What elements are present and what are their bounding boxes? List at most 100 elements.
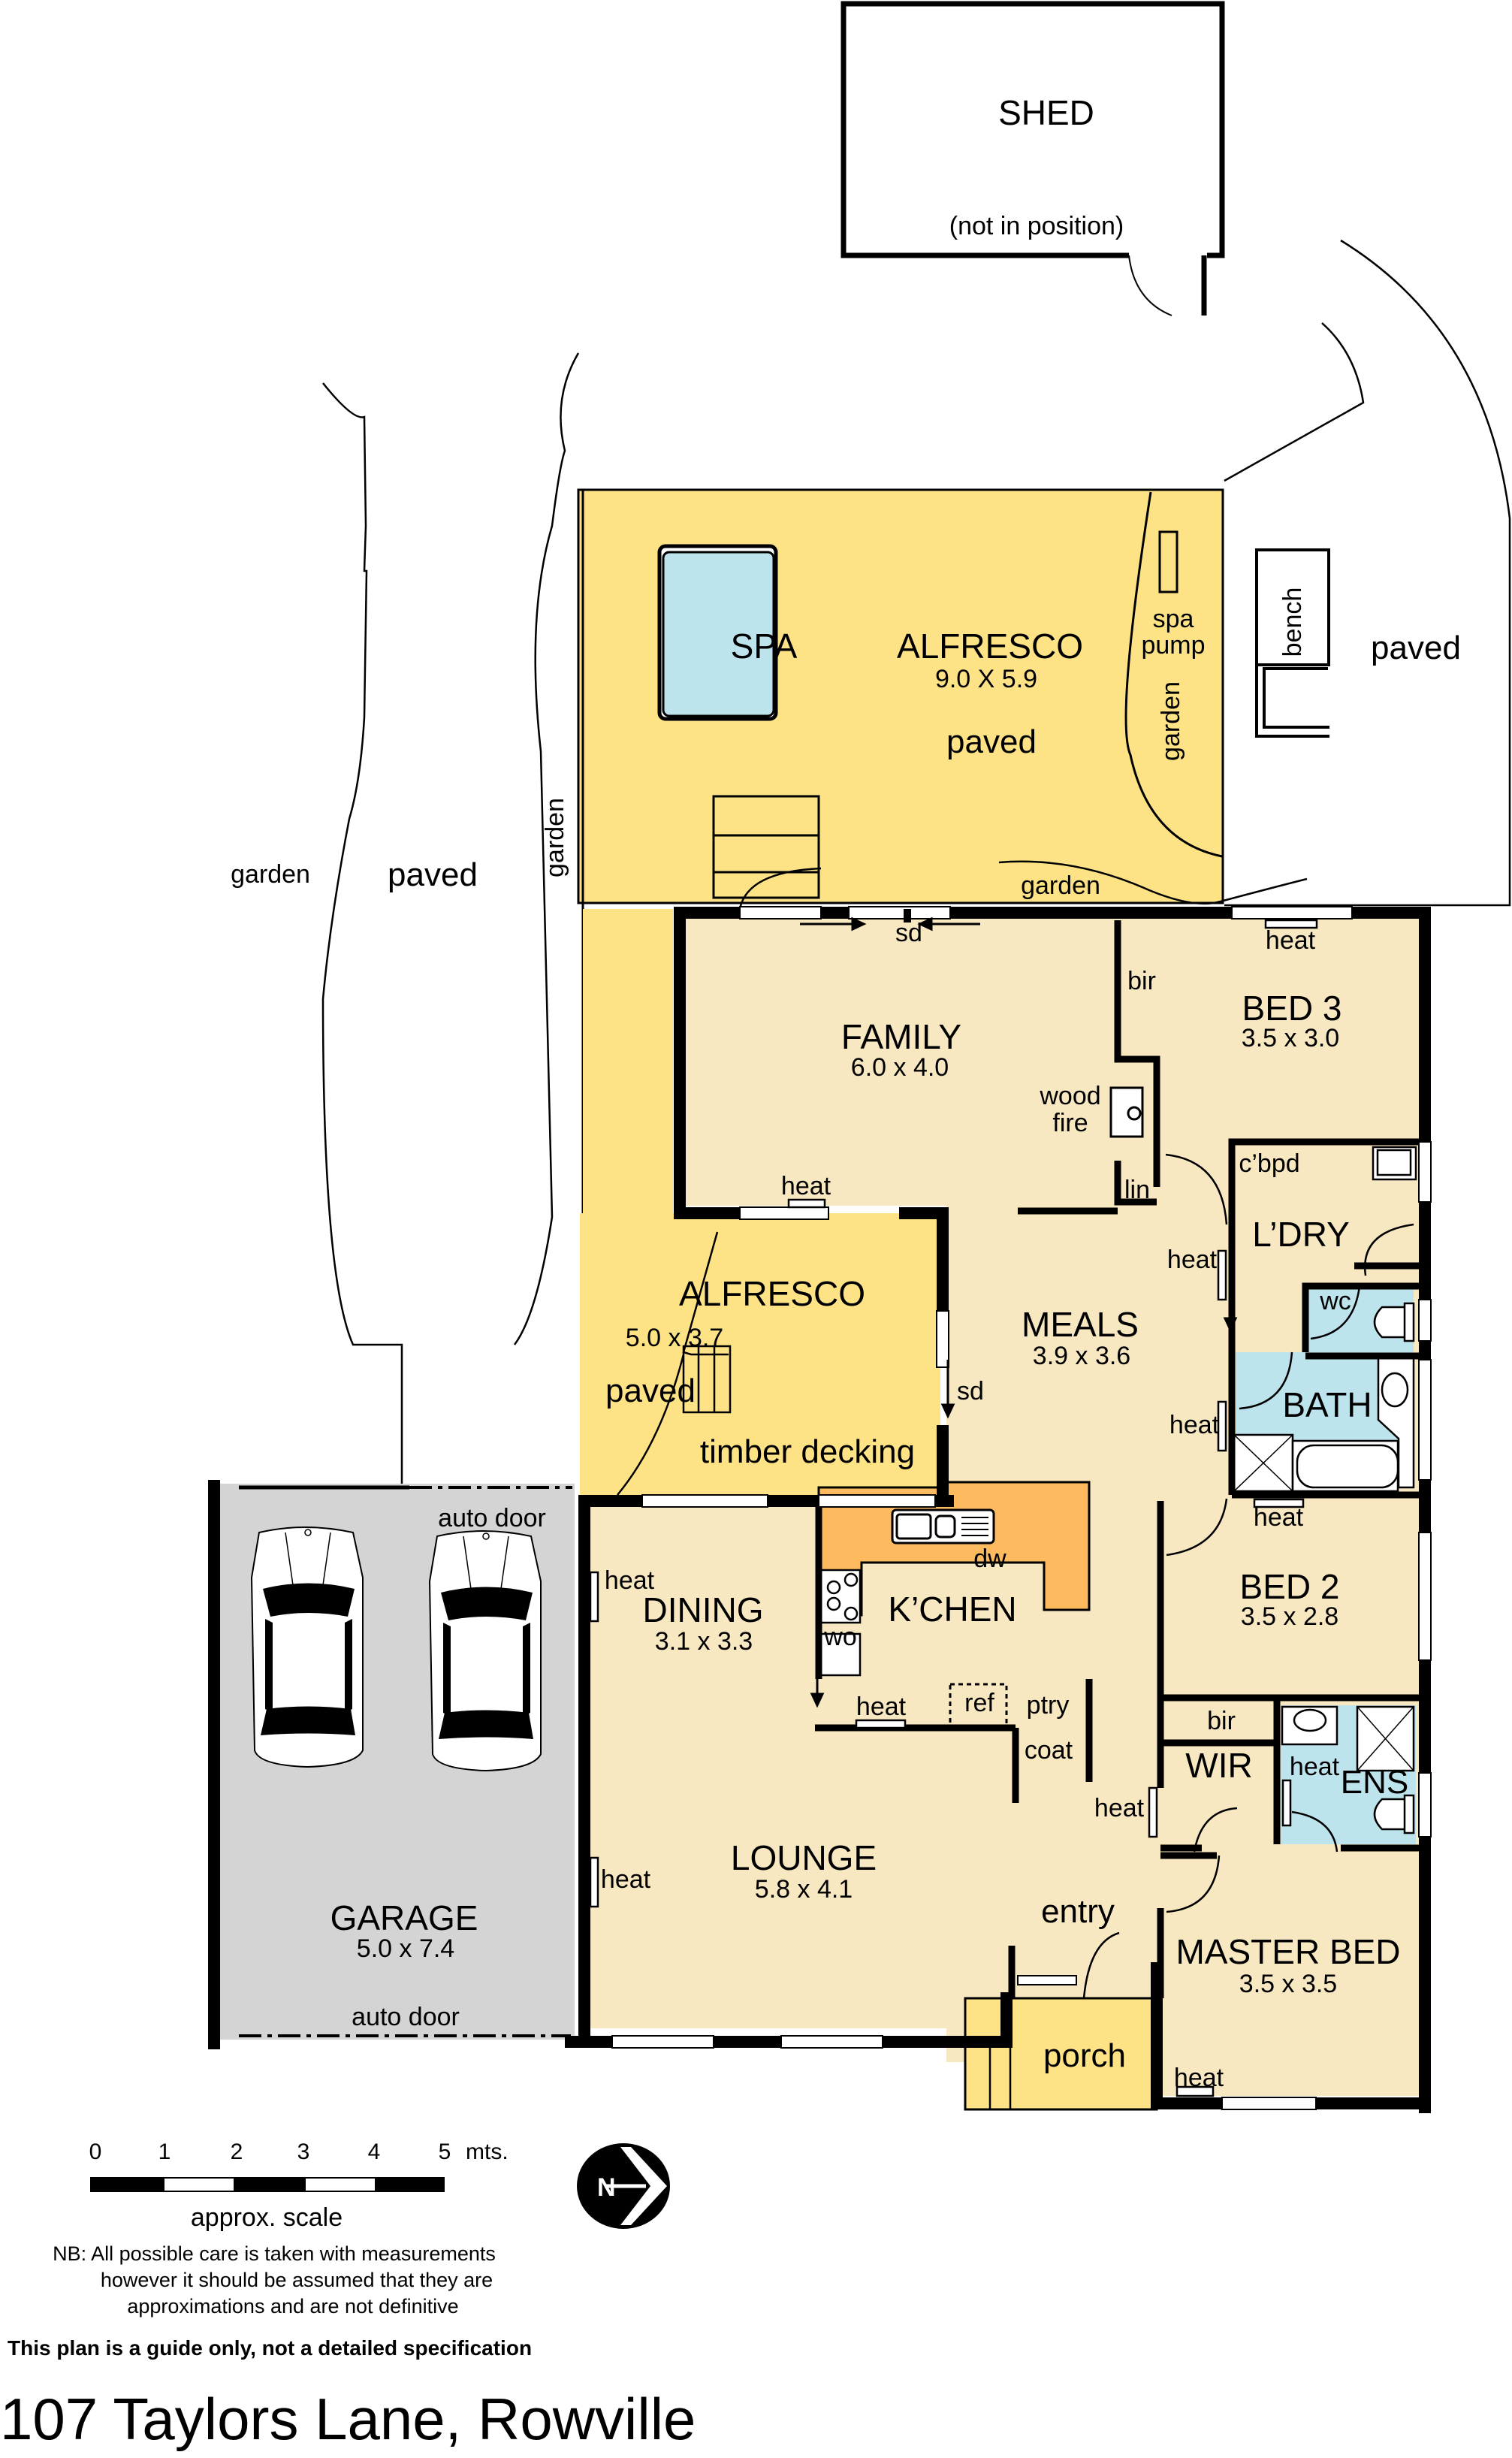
spa-pump-box xyxy=(1158,530,1179,593)
heat-label-bed2: heat xyxy=(1253,1503,1304,1532)
ensuite-label: ENS xyxy=(1340,1763,1409,1801)
bath-label: BATH xyxy=(1282,1385,1372,1424)
alfresco-small-area xyxy=(580,1213,940,1499)
wood-fire xyxy=(1109,1086,1144,1138)
lounge-dims: 5.8 x 4.1 xyxy=(754,1875,853,1904)
scale-tick-3: 3 xyxy=(297,2139,310,2164)
alfresco-small-label: ALFRESCO xyxy=(679,1273,865,1313)
bed3-dims: 3.5 x 3.0 xyxy=(1241,1024,1340,1053)
wall-oven-label: wo xyxy=(824,1623,857,1652)
lin-label: lin xyxy=(1124,1176,1151,1205)
master-bed-dims: 3.5 x 3.5 xyxy=(1239,1970,1338,1999)
alfresco-main-surface: paved xyxy=(946,723,1037,760)
interior-walls xyxy=(815,920,1425,1998)
bed3-label: BED 3 xyxy=(1242,988,1342,1028)
scale-tick-0: 0 xyxy=(89,2139,102,2164)
car-1 xyxy=(250,1526,364,1768)
heat-label-dining: heat xyxy=(604,1566,655,1596)
north-label: N xyxy=(597,2173,616,2202)
heat-label-hall-2: heat xyxy=(1169,1411,1220,1440)
garage-door-top-label: auto door xyxy=(438,1504,546,1533)
sd-label-family: sd xyxy=(895,919,922,948)
north-arrow-icon xyxy=(577,2143,670,2229)
windows xyxy=(611,906,1432,2110)
heat-label-lounge: heat xyxy=(600,1865,651,1895)
heat-label-bed3: heat xyxy=(1265,926,1316,956)
car-2 xyxy=(428,1530,542,1772)
scale-tick-5: 5 xyxy=(438,2139,451,2164)
meals-label: MEALS xyxy=(1022,1304,1139,1344)
bench-label: bench xyxy=(1278,587,1308,657)
wc-label: wc xyxy=(1320,1287,1351,1316)
scale-unit: mts. xyxy=(466,2139,509,2164)
entry-label: entry xyxy=(1041,1892,1115,1930)
heat-label-family: heat xyxy=(780,1172,831,1201)
decking-steps xyxy=(682,1345,732,1414)
wood-fire-label-2: fire xyxy=(1052,1109,1088,1138)
shed-outline xyxy=(841,1,1225,316)
bed2-label: BED 2 xyxy=(1239,1566,1340,1606)
dining-label: DINING xyxy=(642,1590,764,1629)
garage-label: GARAGE xyxy=(330,1898,478,1937)
disclaimer: This plan is a guide only, not a detaile… xyxy=(8,2336,533,2360)
decking-label: timber decking xyxy=(699,1433,916,1470)
shed-label: SHED xyxy=(998,92,1094,132)
nb-line-3: approximations and are not definitive xyxy=(127,2295,459,2318)
bench-outline xyxy=(1255,548,1330,738)
kitchen-label: K’CHEN xyxy=(888,1589,1017,1629)
garden-label-side: garden xyxy=(541,798,570,877)
alfresco-small-dims: 5.0 x 3.7 xyxy=(625,1324,724,1353)
nb-line-1: NB: All possible care is taken with meas… xyxy=(53,2242,496,2265)
paved-label-right: paved xyxy=(1371,629,1461,666)
family-dims: 6.0 x 4.0 xyxy=(850,1053,949,1083)
dishwasher-label: dw xyxy=(973,1545,1006,1574)
heat-label-master: heat xyxy=(1173,2064,1224,2093)
cupboard-label: c’bpd xyxy=(1239,1149,1300,1179)
master-bed-label: MASTER BED xyxy=(1175,1931,1401,1971)
heat-label-kitchen: heat xyxy=(856,1693,907,1722)
property-address: 107 Taylors Lane, Rowville xyxy=(0,2386,696,2452)
scale-tick-1: 1 xyxy=(158,2139,171,2164)
kitchen-sink xyxy=(891,1508,995,1545)
scale-tick-4: 4 xyxy=(367,2139,381,2164)
heat-label-ensuite: heat xyxy=(1289,1753,1340,1782)
wir-label: WIR xyxy=(1185,1745,1253,1785)
garden-boundaries xyxy=(321,239,1511,1495)
laundry-label: L’DRY xyxy=(1252,1214,1350,1254)
garden-label-left: garden xyxy=(231,860,310,889)
meals-dims: 3.9 x 3.6 xyxy=(1032,1342,1131,1371)
spa-pump-label-2: pump xyxy=(1141,631,1206,660)
wood-fire-label-1: wood xyxy=(1040,1082,1101,1111)
alfresco-main-label: ALFRESCO xyxy=(897,626,1083,666)
heat-label-hall-1: heat xyxy=(1166,1246,1218,1275)
paved-label-left: paved xyxy=(388,856,478,893)
spa-pump-label-1: spa xyxy=(1152,605,1194,634)
lounge-label: LOUNGE xyxy=(730,1837,877,1877)
garden-label-rear: garden xyxy=(1021,871,1100,901)
door-swings xyxy=(1082,1153,1414,1999)
bed2-bir-label: bir xyxy=(1207,1707,1236,1736)
bir-label-bed3: bir xyxy=(1127,967,1156,996)
porch-label: porch xyxy=(1043,2037,1127,2074)
heat-label-hall-3: heat xyxy=(1094,1794,1145,1823)
scale-tick-2: 2 xyxy=(230,2139,243,2164)
spa-label: SPA xyxy=(730,626,798,666)
garden-label-alfresco: garden xyxy=(1157,681,1186,761)
garage-dims: 5.0 x 7.4 xyxy=(356,1934,455,1964)
scale-caption: approx. scale xyxy=(190,2203,343,2232)
shed-note: (not in position) xyxy=(949,212,1124,241)
family-steps xyxy=(712,795,820,899)
bed2-dims: 3.5 x 2.8 xyxy=(1240,1602,1339,1632)
coat-label: coat xyxy=(1024,1736,1073,1765)
dining-dims: 3.1 x 3.3 xyxy=(654,1627,753,1656)
garage-door-bottom-label: auto door xyxy=(352,2003,460,2032)
nb-line-2: however it should be assumed that they a… xyxy=(100,2269,493,2291)
cooktop xyxy=(819,1569,862,1677)
fridge-label: ref xyxy=(964,1689,994,1718)
family-label: FAMILY xyxy=(841,1016,962,1056)
spa-water xyxy=(662,551,775,717)
walls xyxy=(208,907,1431,2113)
alfresco-small-surface: paved xyxy=(605,1372,696,1409)
pantry-label: ptry xyxy=(1026,1691,1070,1720)
